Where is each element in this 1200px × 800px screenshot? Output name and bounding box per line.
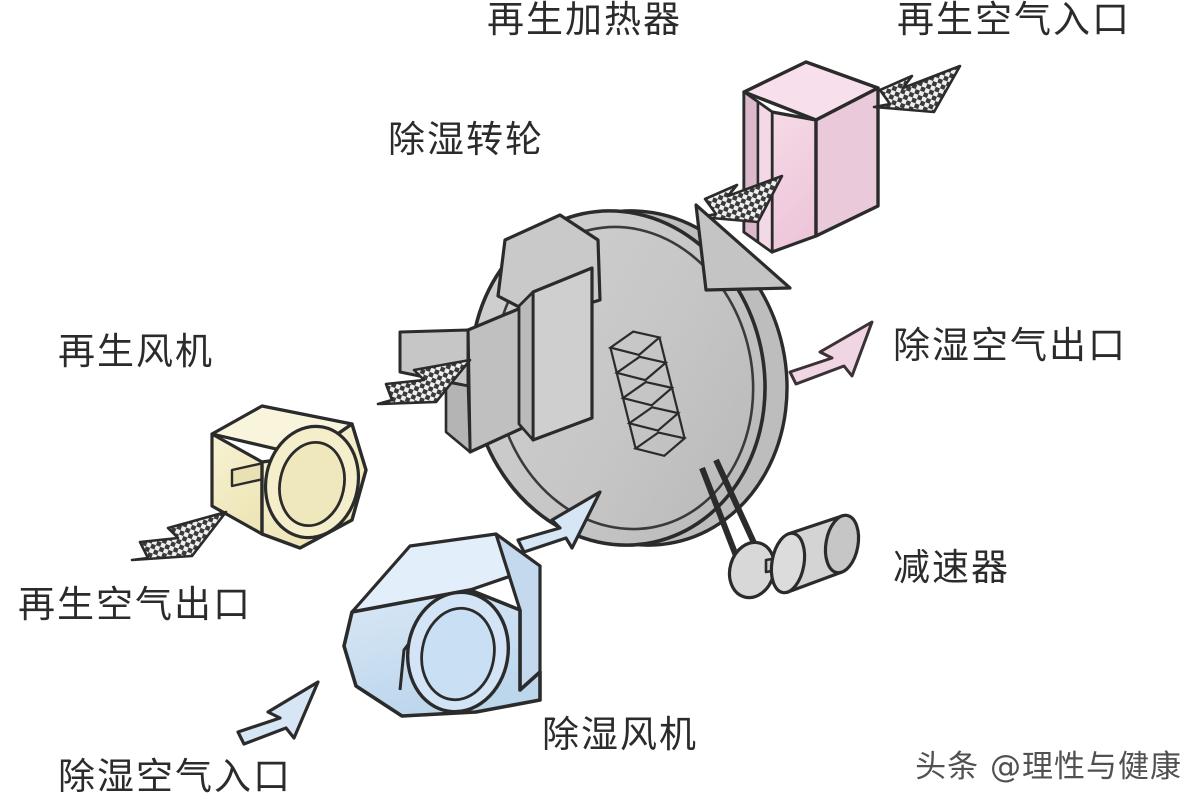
label-speed-reducer: 减速器 [893, 546, 1010, 589]
label-regeneration-heater: 再生加热器 [487, 0, 682, 41]
regeneration-heated-air-arrow [698, 174, 784, 224]
label-dehumidifying-fan: 除湿风机 [542, 713, 698, 756]
label-regeneration-air-inlet: 再生空气入口 [897, 0, 1131, 41]
rotor-media-hatching [607, 330, 687, 458]
dehumidifying-rotor-wheel [398, 203, 792, 568]
speed-reducer-motor [727, 513, 861, 600]
dehumidified-air-into-rotor-arrow [516, 490, 602, 554]
regeneration-heater-box [742, 60, 880, 254]
label-regeneration-air-outlet: 再生空气出口 [18, 583, 252, 626]
label-dehumidified-air-outlet: 除湿空气出口 [893, 324, 1127, 367]
source-watermark: 头条 @理性与健康 [915, 749, 1182, 785]
regeneration-air-outlet-arrow [130, 510, 228, 562]
regeneration-air-inlet-arrow [872, 64, 962, 114]
regeneration-air-from-rotor-arrow [376, 358, 472, 406]
label-dehumidifying-rotor: 除湿转轮 [388, 118, 544, 161]
dehumidified-air-inlet-arrow [236, 680, 320, 746]
label-regeneration-fan: 再生风机 [58, 330, 214, 373]
dehumidified-air-outlet-arrow [788, 320, 874, 386]
label-dehumidified-air-inlet: 除湿空气入口 [58, 755, 292, 798]
dehumidifying-fan-housing [342, 532, 542, 718]
regeneration-fan-housing [210, 404, 368, 550]
